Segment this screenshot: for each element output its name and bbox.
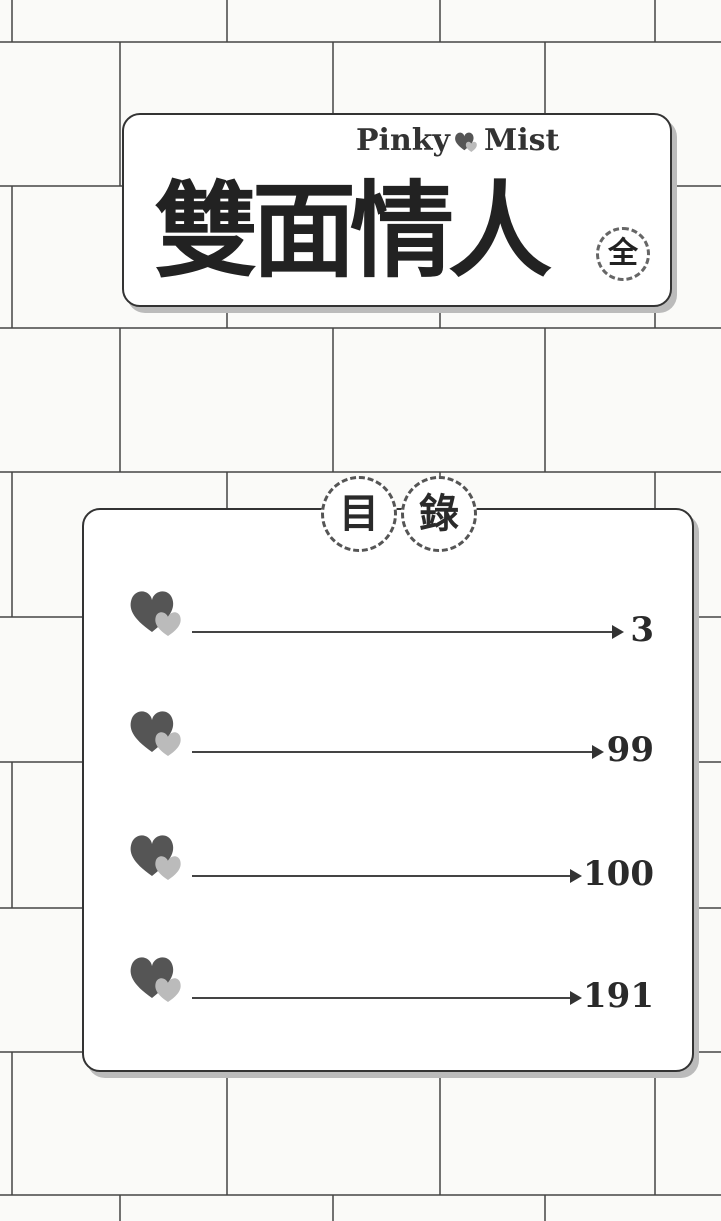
toc-entry[interactable]: 99: [124, 708, 654, 770]
page-number: 3: [630, 610, 654, 650]
table-of-contents: 3 99 100 191: [82, 508, 694, 1072]
toc-heading-char: 目: [321, 476, 397, 552]
heart-icon: [130, 711, 181, 756]
toc-entry[interactable]: 100: [124, 832, 654, 894]
title-panel: 雙面情人 Pinky Mist 全: [122, 113, 672, 307]
title-english: Pinky Mist: [356, 121, 559, 161]
page-number: 99: [606, 730, 654, 770]
arrow-icon: [592, 745, 604, 759]
heart-icon: [130, 591, 181, 636]
heart-icon: [455, 132, 477, 152]
title-english-left: Pinky: [356, 123, 450, 158]
toc-heading-char: 錄: [401, 476, 477, 552]
page-number: 100: [583, 854, 654, 894]
leader-line: [192, 875, 570, 877]
title-english-right: Mist: [483, 123, 560, 158]
toc-heading: 目 錄: [321, 476, 477, 552]
arrow-icon: [570, 869, 582, 883]
leader-line: [192, 751, 592, 753]
toc-entry[interactable]: 3: [124, 588, 654, 650]
toc-entry[interactable]: 191: [124, 954, 654, 1016]
arrow-icon: [570, 991, 582, 1005]
title-chinese: 雙面情人: [154, 170, 552, 292]
complete-badge: 全: [596, 227, 650, 281]
page-number: 191: [583, 976, 654, 1016]
leader-line: [192, 631, 612, 633]
heart-icon: [130, 835, 181, 880]
arrow-icon: [612, 625, 624, 639]
heart-icon: [130, 957, 181, 1002]
leader-line: [192, 997, 570, 999]
